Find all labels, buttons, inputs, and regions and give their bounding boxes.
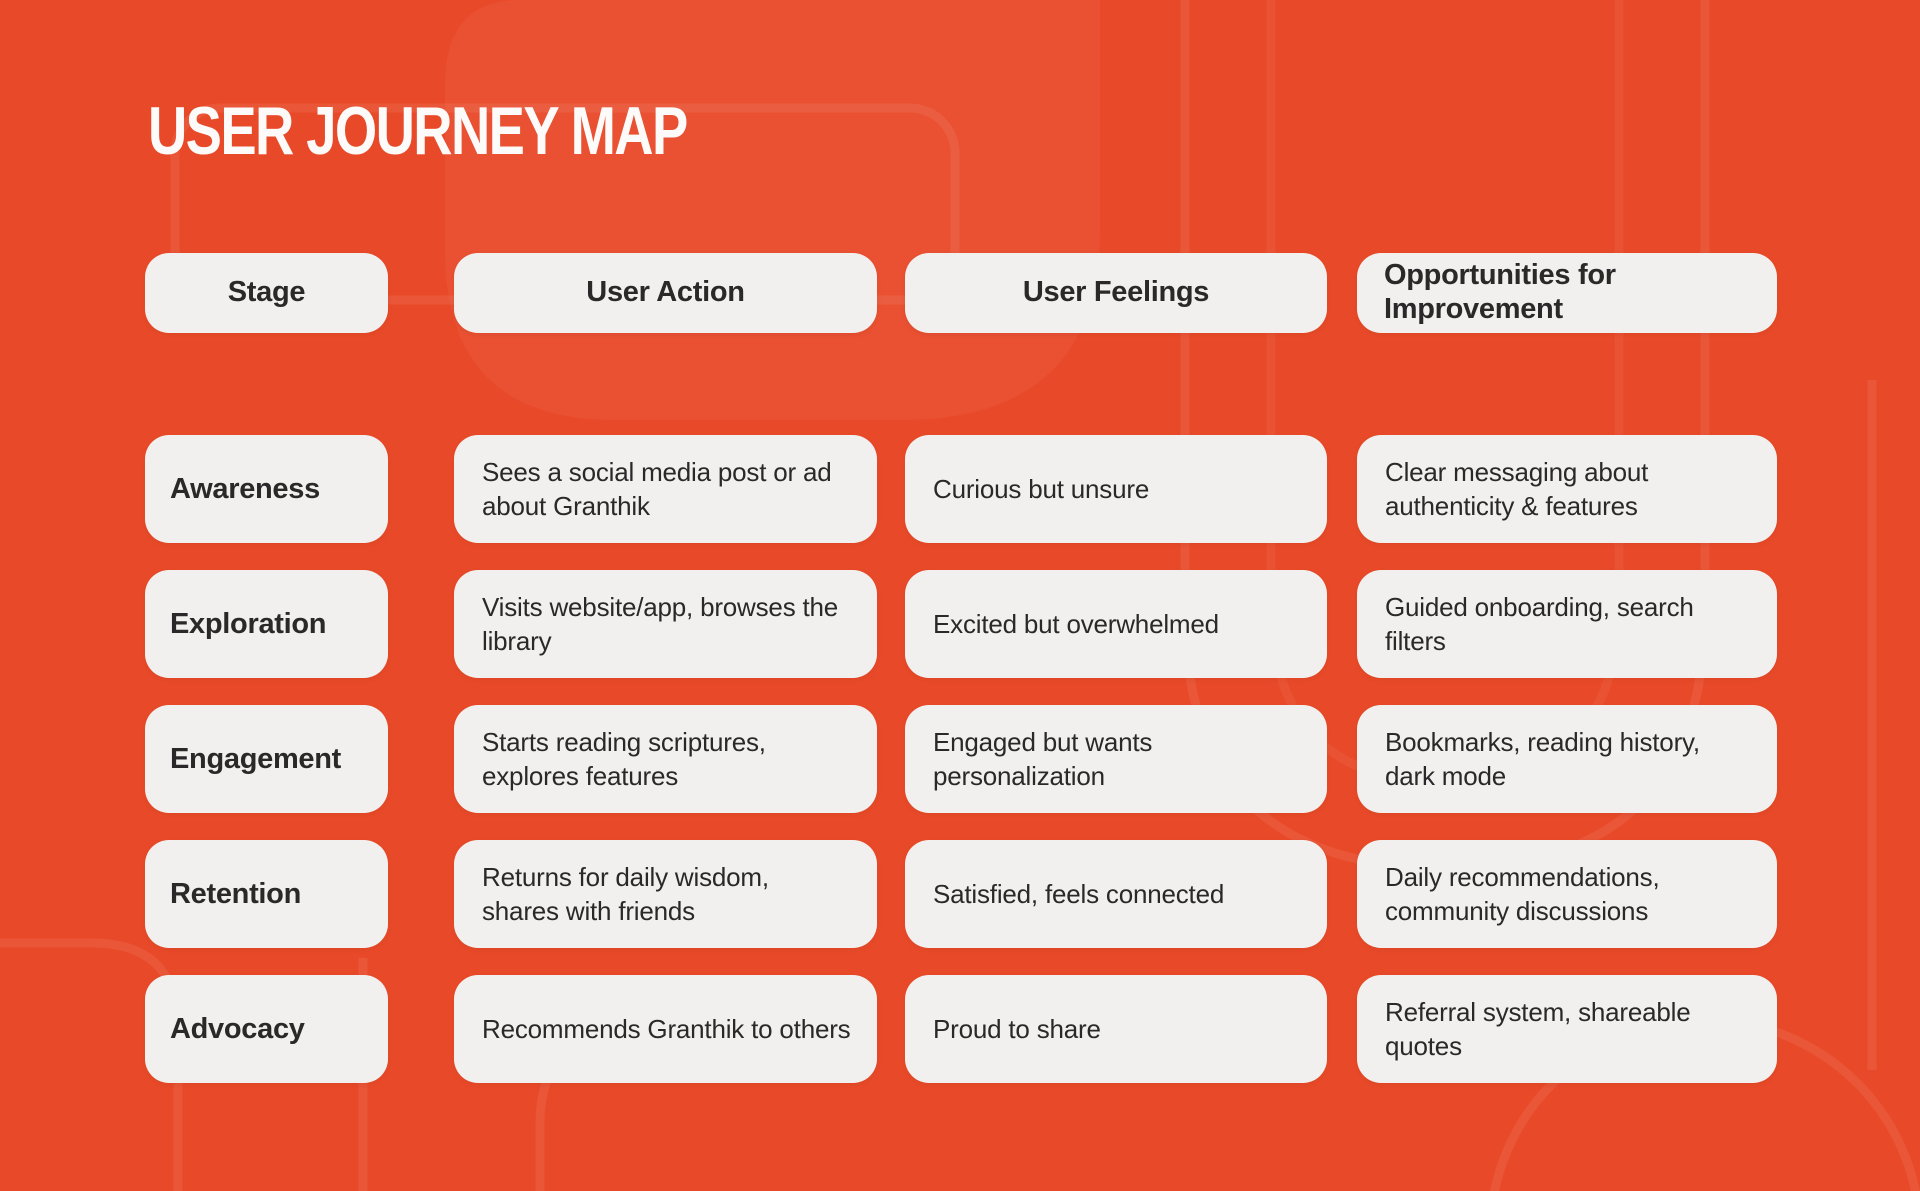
header-cell-user-action: User Action [454,253,877,333]
user-feelings-cell: Satisfied, feels connected [905,840,1327,948]
user-feelings-cell: Curious but unsure [905,435,1327,543]
table-header-row: Stage User Action User Feelings Opportun… [145,253,1777,333]
user-action-cell: Visits website/app, browses the library [454,570,877,678]
journey-table: Stage User Action User Feelings Opportun… [145,253,1777,1110]
user-feelings-cell: Excited but overwhelmed [905,570,1327,678]
opportunities-cell: Daily recommendations, community discuss… [1357,840,1777,948]
user-feelings-cell: Proud to share [905,975,1327,1083]
user-feelings-cell: Engaged but wants personalization [905,705,1327,813]
page-title: USER JOURNEY MAP [148,93,688,169]
stage-cell: Retention [145,840,388,948]
opportunities-cell: Clear messaging about authenticity & fea… [1357,435,1777,543]
table-row-awareness: Awareness Sees a social media post or ad… [145,435,1777,543]
table-row-advocacy: Advocacy Recommends Granthik to others P… [145,975,1777,1083]
user-action-cell: Returns for daily wisdom, shares with fr… [454,840,877,948]
stage-cell: Advocacy [145,975,388,1083]
stage-cell: Engagement [145,705,388,813]
opportunities-cell: Referral system, shareable quotes [1357,975,1777,1083]
opportunities-cell: Guided onboarding, search filters [1357,570,1777,678]
table-row-engagement: Engagement Starts reading scriptures, ex… [145,705,1777,813]
header-cell-stage: Stage [145,253,388,333]
stage-cell: Awareness [145,435,388,543]
header-cell-user-feelings: User Feelings [905,253,1327,333]
table-row-exploration: Exploration Visits website/app, browses … [145,570,1777,678]
header-cell-opportunities: Opportunities for Improvement [1357,253,1777,333]
user-action-cell: Recommends Granthik to others [454,975,877,1083]
user-action-cell: Sees a social media post or ad about Gra… [454,435,877,543]
stage-cell: Exploration [145,570,388,678]
opportunities-cell: Bookmarks, reading history, dark mode [1357,705,1777,813]
table-row-retention: Retention Returns for daily wisdom, shar… [145,840,1777,948]
user-action-cell: Starts reading scriptures, explores feat… [454,705,877,813]
